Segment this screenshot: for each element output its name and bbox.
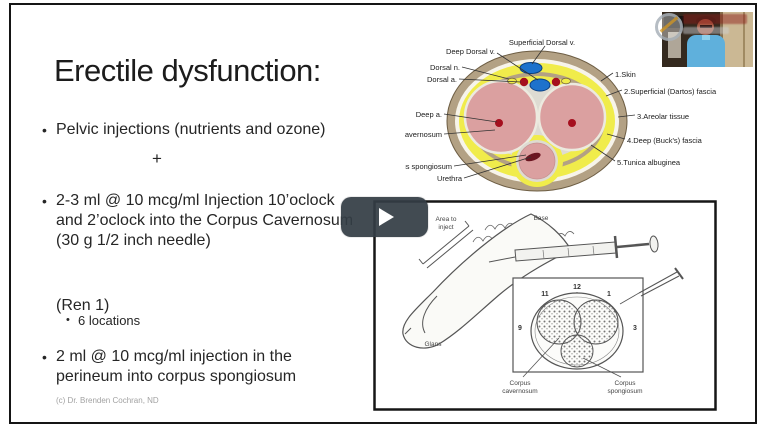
logo-text-blur (683, 14, 747, 24)
syringe-main (488, 235, 659, 263)
label-spongiosum-2: spongiosum (607, 388, 642, 395)
plus-sign: + (152, 149, 162, 168)
clock-1: 1 (607, 291, 611, 298)
label-glans: Glans (425, 341, 443, 348)
label-areolar-tissue: 3.Areolar tissue (637, 112, 689, 121)
dorsal-artery-left (519, 77, 529, 87)
label-dorsal-a: Dorsal a. (427, 75, 457, 84)
cross-section-diagram: Deep Dorsal v. Superficial Dorsal v. Dor… (405, 38, 717, 192)
deep-artery-right (568, 119, 576, 127)
label-cavernosum-2: cavernosum (502, 388, 537, 395)
corpus-cavernosum-left (463, 79, 539, 155)
label-bucks-fascia: 4.Deep (Buck's) fascia (627, 136, 703, 145)
label-base: Base (534, 215, 549, 222)
corona-line (422, 295, 438, 334)
bullet-dot: • (42, 122, 47, 138)
corpus-cavernosum-right (537, 82, 607, 152)
corpus-spongiosum-shape (518, 142, 556, 180)
copyright-credit: (c) Dr. Brenden Cochran, ND (56, 396, 159, 405)
label-urethra: Urethra (437, 174, 463, 183)
label-superficial-dorsal-v: Superficial Dorsal v. (509, 38, 575, 47)
label-dartos-fascia: 2.Superficial (Dartos) fascia (624, 87, 717, 96)
blob-cavernosum-right (573, 299, 619, 345)
bullet-dot: • (66, 314, 70, 326)
watermark-logo (655, 11, 755, 41)
reference-ren1: (Ren 1) (56, 297, 110, 314)
label-tunica-albuginea: 5.Tunica albuginea (617, 158, 681, 167)
label-area-to-inject-2: inject (438, 224, 453, 231)
label-skin: 1.Skin (615, 70, 636, 79)
label-corpus-cavernosum: Corpus cavernosum (405, 130, 442, 139)
injection-diagram: Area to inject Base Glans Corpus caverno… (373, 200, 717, 411)
leader-lines (443, 45, 636, 179)
label-corpus-spongiosum: Corpus spongiosum (405, 162, 452, 171)
clock-9: 9 (518, 325, 522, 332)
superficial-dorsal-vein-shape (519, 62, 543, 74)
deep-artery-left (495, 119, 503, 127)
label-cavernosum-1: Corpus (510, 380, 532, 387)
blob-spongiosum (560, 334, 594, 368)
bullet-dot: • (42, 349, 47, 365)
presenter-glasses (700, 25, 712, 28)
label-spongiosum-1: Corpus (615, 380, 637, 387)
play-icon (379, 208, 394, 226)
clock-11: 11 (541, 291, 549, 298)
webcam-overlay (662, 12, 753, 67)
clock-3: 3 (633, 325, 637, 332)
bullet-corpus-cavernosum-injection: • 2-3 ml @ 10 mcg/ml Injection 10’oclock… (42, 192, 354, 249)
slide-title: Erectile dysfunction: (54, 53, 321, 88)
logo-swirl-icon (655, 13, 683, 41)
label-dorsal-n: Dorsal n. (430, 63, 460, 72)
clock-12: 12 (573, 284, 581, 291)
dorsal-nerve-right (561, 77, 571, 85)
inject-area-bracket (418, 220, 474, 269)
label-area-to-inject-1: Area to (436, 216, 457, 223)
sub-bullet-locations: • 6 locations (66, 313, 141, 328)
syringe-small (619, 267, 684, 305)
bullet-pelvic-injections: • Pelvic injections (nutrients and ozone… (42, 121, 326, 138)
bullet-dot: • (42, 193, 47, 209)
bullet-perineum-injection: • 2 ml @ 10 mcg/ml injection in the peri… (42, 348, 297, 385)
dorsal-artery-right (551, 77, 561, 87)
play-button[interactable] (341, 197, 428, 237)
urethra-shape (525, 152, 541, 162)
label-deep-dorsal-v: Deep Dorsal v. (446, 47, 495, 56)
presenter-shirt (687, 35, 725, 67)
label-deep-a: Deep a. (416, 110, 442, 119)
deep-dorsal-vein-shape (529, 78, 551, 92)
